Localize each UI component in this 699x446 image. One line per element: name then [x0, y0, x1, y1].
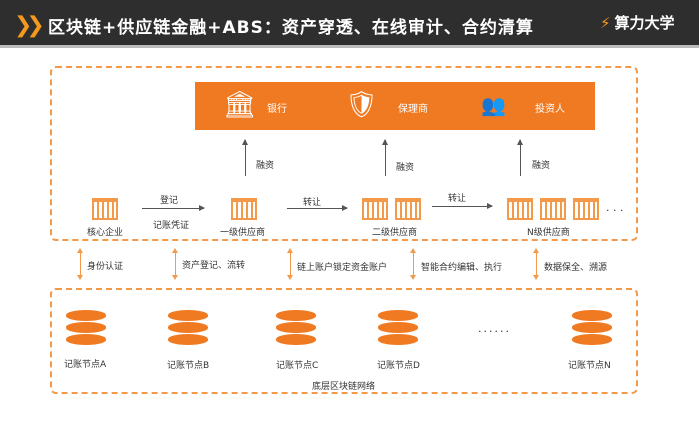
database-icon [378, 310, 418, 350]
node-label: 记账节点A [64, 360, 107, 370]
service-label: 身份认证 [87, 262, 124, 272]
database-icon [572, 310, 612, 350]
flow-label: 登记 [160, 196, 179, 206]
arrow-right [287, 205, 348, 211]
building-icon [507, 198, 533, 220]
building-icon [573, 198, 599, 220]
page-title: 区块链+供应链金融+ABS：资产穿透、在线审计、合约清算 [48, 18, 534, 38]
double-arrow [287, 248, 293, 280]
lightning-icon: ⚡ [600, 14, 611, 32]
node-label: 记账节点D [377, 361, 420, 371]
banner-label: 投资人 [535, 104, 565, 115]
blockchain-network-box [50, 288, 638, 394]
factor-icon: 🛡 [345, 90, 379, 120]
ellipsis: ...... [478, 322, 511, 335]
entity-label: 核心企业 [87, 228, 124, 238]
entity-label: 二级供应商 [372, 228, 418, 238]
double-arrow [172, 248, 178, 280]
arrow-up [242, 139, 248, 176]
database-icon [276, 310, 316, 350]
bank-icon: 🏛 [223, 90, 257, 120]
service-label: 资产登记、流转 [182, 261, 246, 271]
arrow-up [382, 139, 388, 176]
finance-banner: 🏛 银行 🛡 保理商 👥 投资人 [195, 82, 595, 130]
database-icon [168, 310, 208, 350]
financing-label: 融资 [532, 161, 551, 171]
network-label: 底层区块链网络 [312, 382, 376, 392]
banner-label: 银行 [267, 104, 287, 115]
financing-label: 融资 [256, 161, 275, 171]
building-icon [395, 198, 421, 220]
arrow-right [432, 203, 493, 209]
flow-label: 转让 [448, 194, 467, 204]
logo-text: 算力大学 [614, 14, 675, 32]
financing-label: 融资 [396, 163, 415, 173]
building-icon [362, 198, 388, 220]
double-arrow [533, 248, 539, 280]
double-arrow [410, 248, 416, 280]
double-arrow [77, 248, 83, 280]
flow-label: 记账凭证 [153, 221, 190, 231]
investors-icon: 👥 [481, 93, 506, 117]
building-icon [92, 198, 118, 220]
building-icon [540, 198, 566, 220]
node-label: 记账节点N [568, 361, 611, 371]
database-icon [66, 310, 106, 350]
arrow-up [517, 139, 523, 176]
supply-chain-box [50, 66, 638, 241]
service-label: 链上账户锁定资金账户 [297, 263, 388, 273]
logo: ⚡算力大学 [600, 12, 675, 33]
chevron-icon: ❯❯ [14, 13, 45, 38]
arrow-right [142, 205, 205, 211]
building-icon [231, 198, 257, 220]
flow-label: 转让 [303, 198, 322, 208]
entity-label: 一级供应商 [220, 228, 266, 238]
header-bar: ❯❯ 区块链+供应链金融+ABS：资产穿透、在线审计、合约清算 ⚡算力大学 [0, 0, 699, 48]
ellipsis: · · · [606, 204, 624, 217]
service-label: 数据保全、溯源 [544, 263, 608, 273]
service-label: 智能合约编辑、执行 [421, 263, 503, 273]
entity-label: N级供应商 [527, 228, 570, 238]
banner-label: 保理商 [398, 104, 428, 115]
node-label: 记账节点B [167, 361, 210, 371]
node-label: 记账节点C [276, 361, 319, 371]
